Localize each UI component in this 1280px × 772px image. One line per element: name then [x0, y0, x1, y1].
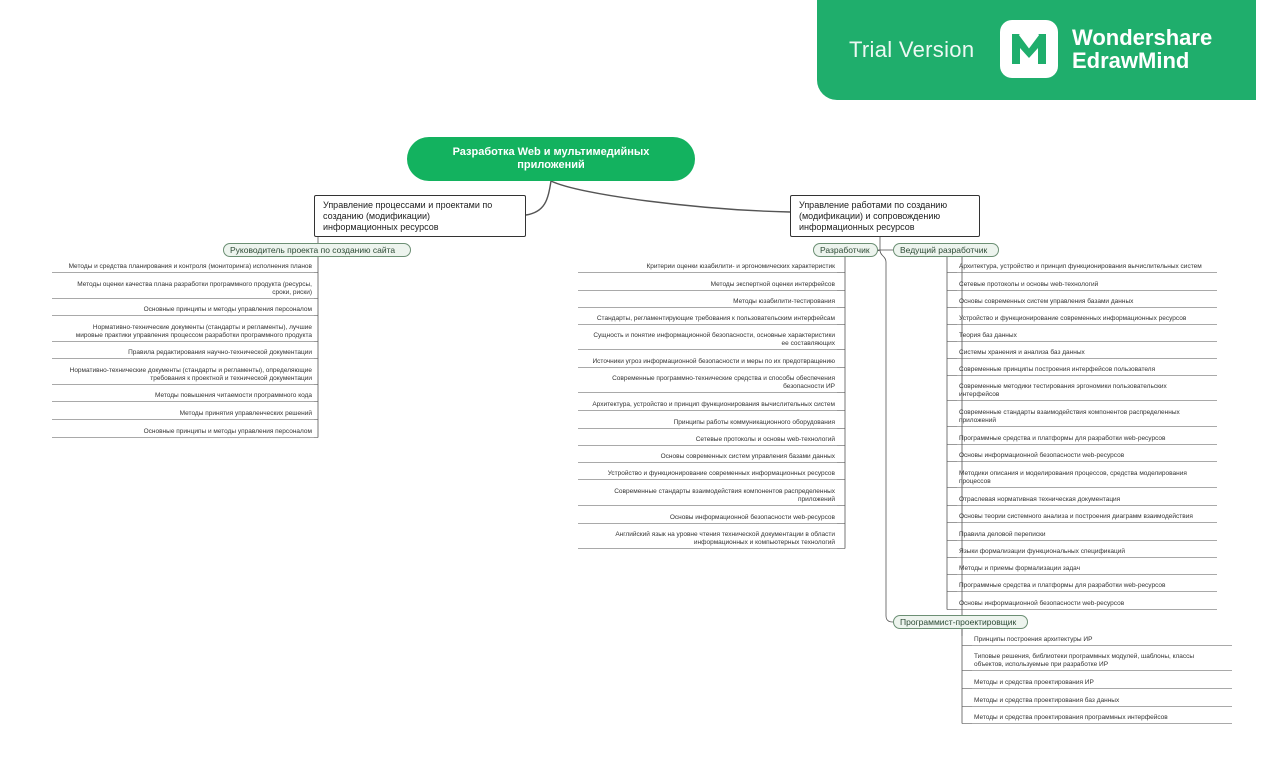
subtopic-lead-developer[interactable]: Ведущий разработчик — [893, 243, 999, 257]
edrawmind-logo-icon — [1000, 20, 1058, 78]
leaf-topic[interactable]: Основы информационной безопасности web-р… — [669, 514, 835, 521]
leaf-topic[interactable]: Отраслевая нормативная техническая докум… — [959, 496, 1121, 503]
leaf-topic[interactable]: Основные принципы и методы управления пе… — [143, 428, 312, 435]
leaf-topic[interactable]: Системы хранения и анализа баз данных — [959, 349, 1085, 356]
leaf-topic[interactable]: Теория баз данных — [959, 332, 1017, 339]
leaf-topic[interactable]: Принципы работы коммуникационного оборуд… — [673, 419, 835, 426]
brand-line-1: Wondershare — [1072, 25, 1213, 50]
leaf-topic[interactable]: Стандарты, регламентирующие требования к… — [596, 315, 835, 322]
trial-version-label: Trial Version — [849, 37, 975, 62]
leaf-topic[interactable]: Методы оценки качества плана разработки … — [77, 281, 312, 296]
leaf-topic[interactable]: Методики описания и моделирования процес… — [959, 470, 1187, 485]
leaf-topic[interactable]: Нормативно-технические документы (станда… — [69, 367, 312, 382]
leaf-topic[interactable]: Современные программно-технические средс… — [612, 375, 835, 390]
connector-line — [525, 180, 552, 216]
connector-line — [879, 249, 894, 623]
connector-line — [550, 180, 791, 213]
leaf-topic[interactable]: Основы современных систем управления баз… — [959, 298, 1134, 305]
leaf-topic[interactable]: Типовые решения, библиотеки программных … — [974, 653, 1195, 668]
leaf-topic[interactable]: Сетевые протоколы и основы web-технологи… — [695, 436, 835, 443]
subtopic-programmer-designer[interactable]: Программист-проектировщик — [893, 615, 1028, 629]
leaf-topic[interactable]: Программные средства и платформы для раз… — [959, 435, 1166, 442]
leaf-topic[interactable]: Методы и средства проектирования програм… — [974, 714, 1168, 721]
leaf-topic[interactable]: Принципы построения архитектуры ИР — [974, 636, 1093, 643]
leaf-topic[interactable]: Критерии оценки юзабилити- и эргономичес… — [646, 263, 835, 270]
leaf-topic[interactable]: Методы и приемы формализации задач — [959, 565, 1081, 572]
leaf-topic[interactable]: Устройство и функционирование современны… — [959, 315, 1187, 322]
leaf-topic[interactable]: Архитектура, устройство и принцип функци… — [959, 263, 1202, 270]
leaf-topic[interactable]: Источники угроз информационной безопасно… — [592, 358, 836, 365]
leaf-topic[interactable]: Методы и средства проектирования баз дан… — [974, 697, 1120, 704]
leaf-topic[interactable]: Методы и средства проектирования ИР — [974, 679, 1094, 686]
leaf-topic[interactable]: Нормативно-технические документы (станда… — [75, 324, 312, 339]
leaf-topic[interactable]: Языки формализации функциональных специф… — [959, 548, 1126, 555]
leaf-topic[interactable]: Основы информационной безопасности web-р… — [959, 452, 1125, 459]
topic-process-management[interactable]: Управление процессами и проектами по соз… — [314, 195, 526, 237]
brand-name: Wondershare EdrawMind — [1072, 26, 1212, 72]
topic-work-management[interactable]: Управление работами по созданию (модифик… — [790, 195, 980, 237]
leaf-topic[interactable]: Современные принципы построения интерфей… — [959, 366, 1156, 373]
leaf-topic[interactable]: Основные принципы и методы управления пе… — [143, 306, 312, 313]
subtopic-developer[interactable]: Разработчик — [813, 243, 878, 257]
leaf-topic[interactable]: Английский язык на уровне чтения техниче… — [615, 531, 835, 546]
leaf-topic[interactable]: Правила редактирования научно-техническо… — [128, 349, 312, 356]
leaf-topic[interactable]: Сетевые протоколы и основы web-технологи… — [959, 281, 1099, 288]
leaf-topic[interactable]: Архитектура, устройство и принцип функци… — [592, 401, 835, 408]
leaf-topic[interactable]: Устройство и функционирование современны… — [607, 470, 835, 477]
leaf-topic[interactable]: Правила деловой переписки — [959, 531, 1046, 538]
leaf-topic[interactable]: Сущность и понятие информационной безопа… — [593, 332, 835, 347]
trial-version-badge: Trial Version Wondershare EdrawMind — [817, 0, 1256, 100]
leaf-topic[interactable]: Программные средства и платформы для раз… — [959, 582, 1166, 589]
leaf-topic[interactable]: Методы повышения читаемости программного… — [154, 392, 312, 399]
leaf-topic[interactable]: Современные стандарты взаимодействия ком… — [959, 409, 1180, 424]
leaf-topic[interactable]: Современные методики тестирования эргоно… — [959, 383, 1167, 398]
leaf-topic[interactable]: Методы принятия управленческих решений — [179, 410, 312, 417]
leaf-topic[interactable]: Основы информационной безопасности web-р… — [959, 600, 1125, 607]
brand-line-2: EdrawMind — [1072, 48, 1190, 73]
leaf-topic[interactable]: Основы теории системного анализа и постр… — [959, 513, 1193, 520]
leaf-topic[interactable]: Методы юзабилити-тестирования — [733, 298, 835, 305]
leaf-topic[interactable]: Методы экспертной оценки интерфейсов — [710, 281, 835, 288]
root-topic[interactable]: Разработка Web и мультимедийных приложен… — [407, 137, 695, 181]
subtopic-project-manager[interactable]: Руководитель проекта по созданию сайта — [223, 243, 411, 257]
leaf-topic[interactable]: Методы и средства планирования и контрол… — [68, 263, 312, 270]
leaf-topic[interactable]: Основы современных систем управления баз… — [660, 453, 835, 460]
leaf-topic[interactable]: Современные стандарты взаимодействия ком… — [614, 488, 835, 503]
